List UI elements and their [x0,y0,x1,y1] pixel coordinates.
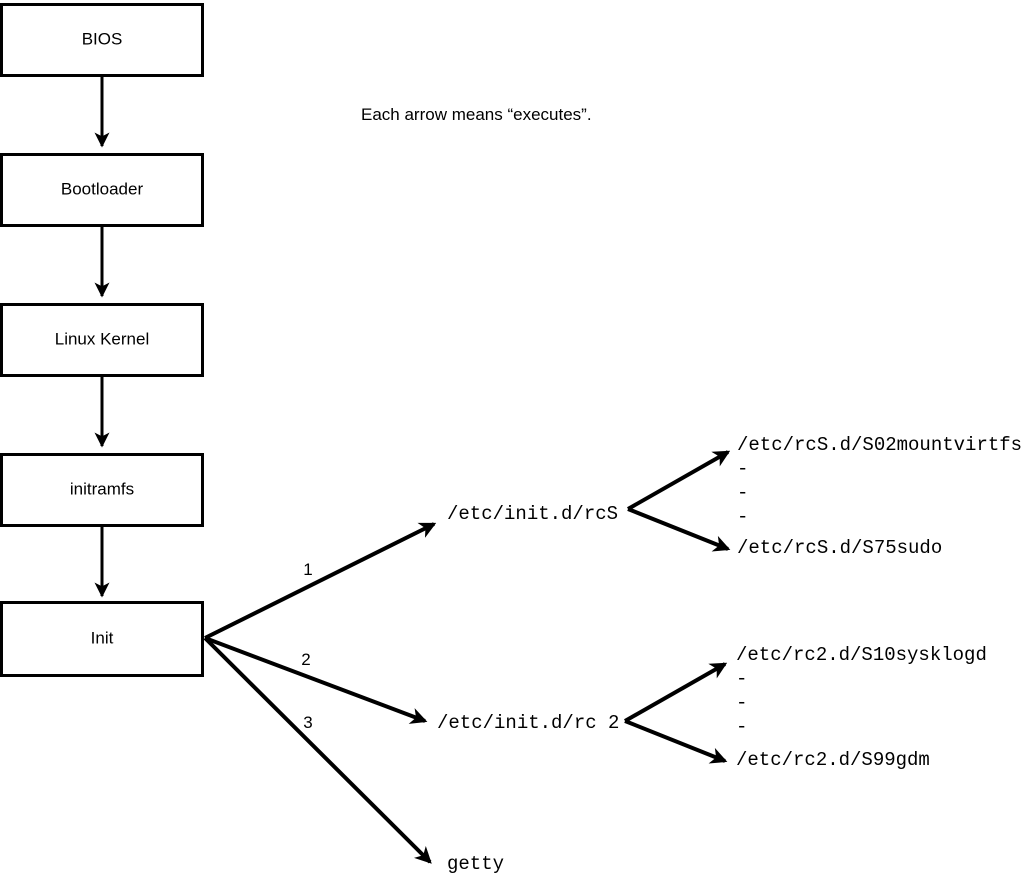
rcs-ellipsis-dash-1: - [737,458,748,480]
target-label-getty: getty [447,853,504,875]
linux-kernel-label: Linux Kernel [55,329,150,348]
rcs-ellipsis-dash-2: - [737,482,748,504]
edge-init-to-getty [203,636,432,864]
edge-number-1: 1 [303,560,312,579]
bios-label: BIOS [82,29,123,48]
initramfs-box [0,453,204,527]
node-bios: BIOS [0,3,204,77]
node-initramfs: initramfs [0,453,204,527]
edge-rcs-to-last-script [627,507,731,552]
node-bootloader: Bootloader [0,153,204,227]
bios-box [0,3,204,77]
linux-kernel-box [0,303,204,377]
edge-rcs-to-first-script [627,450,731,511]
rc2-script-first: /etc/rc2.d/S10sysklogd [736,644,987,666]
edge-rc2-to-first-script [624,662,728,723]
rc2-ellipsis-dash-2: - [736,692,747,714]
rc2-script-last: /etc/rc2.d/S99gdm [736,749,930,771]
legend-note: Each arrow means “executes”. [361,105,592,124]
rcs-script-last: /etc/rcS.d/S75sudo [737,537,942,559]
rc2-ellipsis-dash-3: - [736,716,747,738]
target-label-rcs: /etc/init.d/rcS [447,503,618,525]
init-label: Init [91,628,114,647]
rcs-script-first: /etc/rcS.d/S02mountvirtfs [737,434,1022,456]
initramfs-label: initramfs [70,479,134,498]
target-label-rc2: /etc/init.d/rc 2 [437,712,619,734]
edge-init-to-rcs [204,522,437,640]
node-init: Init [0,601,204,677]
node-linux-kernel: Linux Kernel [0,303,204,377]
bootloader-label: Bootloader [61,179,144,198]
bootloader-box [0,153,204,227]
edge-rc2-to-last-script [624,719,728,764]
edge-number-2: 2 [301,650,310,669]
edge-number-3: 3 [303,713,312,732]
rcs-ellipsis-dash-3: - [737,506,748,528]
edge-init-to-rc2 [204,636,428,724]
rc2-ellipsis-dash-1: - [736,668,747,690]
init-box [0,601,204,677]
